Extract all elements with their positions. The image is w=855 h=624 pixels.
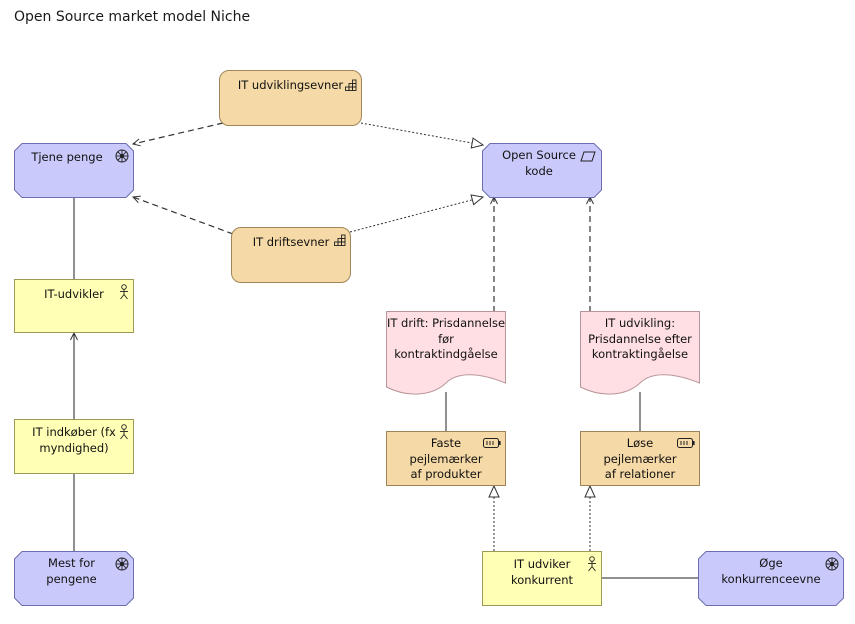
capability-icon — [345, 79, 357, 91]
goal-wheel-icon — [825, 557, 839, 571]
node-label: Tjene penge — [31, 150, 103, 164]
node-it-udvikler[interactable]: IT-udvikler — [14, 279, 134, 333]
node-it-udvikling-prisdannelse[interactable]: IT udvikling: Prisdannelse efter kontrak… — [580, 311, 700, 396]
node-label: Øge konkurrenceevne — [721, 556, 821, 586]
parallelogram-icon — [580, 151, 596, 162]
node-it-udviklingsevner[interactable]: IT udviklingsevner — [219, 70, 362, 126]
node-label: IT-udvikler — [44, 287, 104, 301]
node-label: Løse pejlemærker af relationer — [603, 436, 677, 482]
node-label: Open Source kode — [502, 148, 576, 178]
node-tjene-penge[interactable]: Tjene penge — [14, 143, 134, 198]
actor-icon — [120, 284, 128, 300]
node-it-drift-prisdannelse[interactable]: IT drift: Prisdannelse før kontraktindgå… — [386, 311, 506, 396]
goal-shape — [482, 143, 602, 198]
node-mest-for-pengene[interactable]: Mest for pengene — [14, 551, 134, 606]
goal-shape — [14, 143, 134, 198]
diagram-title: Open Source market model Niche — [14, 9, 251, 25]
node-label: IT udviker konkurrent — [510, 557, 574, 587]
node-oge-konkurrenceevne[interactable]: Øge konkurrenceevne — [698, 551, 844, 606]
node-faste-pejlemaerker[interactable]: Faste pejlemærker af produkter — [386, 431, 506, 486]
actor-icon — [588, 556, 596, 572]
node-label: IT indkøber (fx myndighed) — [32, 425, 116, 455]
node-label: IT udvikling: Prisdannelse efter kontrak… — [588, 316, 692, 362]
influence-line — [133, 197, 234, 235]
node-label: IT drift: Prisdannelse før kontraktindgå… — [386, 316, 506, 362]
battery-icon — [677, 438, 695, 448]
goal-wheel-icon — [115, 557, 129, 571]
battery-icon — [483, 438, 501, 448]
node-label: Mest for pengene — [46, 556, 97, 586]
node-label: IT udviklingsevner — [237, 78, 344, 92]
node-it-udviker-konkurrent[interactable]: IT udviker konkurrent — [482, 551, 602, 606]
goal-shape — [14, 551, 134, 606]
influence-line — [133, 122, 224, 144]
realization-line — [349, 194, 485, 233]
deliverable-shape — [580, 311, 700, 395]
deliverable-shape — [386, 311, 506, 395]
capability-icon — [334, 234, 346, 246]
goal-wheel-icon — [115, 149, 129, 163]
goal-shape — [698, 551, 844, 606]
node-open-source-kode[interactable]: Open Source kode — [482, 143, 602, 198]
actor-icon — [120, 424, 128, 440]
node-it-driftsevner[interactable]: IT driftsevner — [231, 227, 351, 283]
node-lose-pejlemaerker[interactable]: Løse pejlemærker af relationer — [580, 431, 700, 486]
node-label: Faste pejlemærker af produkter — [409, 436, 483, 482]
realization-line — [360, 122, 485, 149]
node-it-indkober[interactable]: IT indkøber (fx myndighed) — [14, 419, 134, 474]
node-label: IT driftsevner — [252, 235, 330, 249]
